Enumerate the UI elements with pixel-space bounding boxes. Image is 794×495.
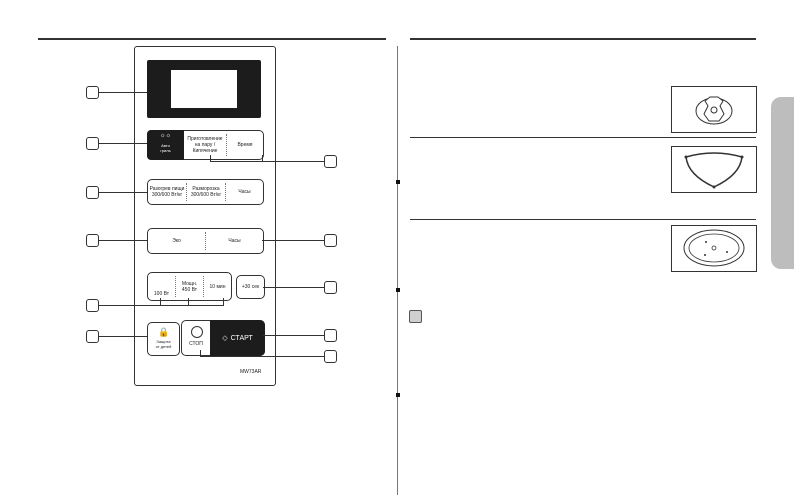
eco-button[interactable]: Эко: [148, 229, 205, 253]
column-divider: [397, 46, 398, 495]
reheat-line2: 300/600 Вт/кг: [151, 192, 183, 198]
section-side-tab: [771, 97, 794, 269]
eco-label: Эко: [172, 238, 181, 244]
section-rule-1: [410, 137, 756, 138]
defrost-row: Разогрев пищи 300/600 Вт/кг Разморозка 3…: [147, 179, 264, 205]
turntable-image: [671, 225, 757, 272]
right-header-rule: [410, 38, 756, 40]
callout-6: [86, 330, 99, 343]
stop-start-row: СТОП ◇ СТАРТ: [181, 320, 265, 356]
stop-button[interactable]: СТОП: [182, 321, 210, 355]
plus-30-button[interactable]: +30 сек: [236, 275, 265, 299]
power-high-label: 10 мин: [209, 283, 226, 290]
steam-row: ☼☼ Авто гриль Приготовление на пару / Ки…: [147, 130, 264, 160]
kitchen-timer-label: Часы: [238, 189, 251, 195]
child-lock-button[interactable]: 🔒 Защита от детей: [147, 322, 180, 356]
time-button[interactable]: Время: [227, 131, 263, 159]
lock-icon: 🔒: [158, 327, 170, 337]
start-icon: ◇: [222, 335, 228, 342]
defrost-button[interactable]: Разморозка 300/600 Вт/кг: [187, 180, 225, 204]
defrost-line1: Разморозка: [192, 186, 220, 192]
clock-button[interactable]: Часы: [206, 229, 263, 253]
time-label: Время: [237, 142, 253, 148]
model-label: MW73AR: [240, 369, 262, 375]
stop-label: СТОП: [189, 341, 203, 347]
start-label: СТАРТ: [230, 334, 253, 342]
child-lock-line2: от детей: [155, 344, 172, 349]
callout-4: [86, 234, 99, 247]
callout-5: [86, 299, 99, 312]
coupler-image: [671, 86, 757, 133]
left-header-rule: [38, 38, 386, 40]
stop-icon: [191, 326, 203, 338]
divider-marker-bottom: [396, 393, 400, 397]
reheat-line1: Разогрев пищи: [149, 186, 185, 192]
turntable-icon: [683, 229, 745, 267]
power-row: 100 Вт Мощн. 450 Вт 10 мин: [147, 272, 232, 301]
callout-3: [86, 186, 99, 199]
start-button[interactable]: ◇ СТАРТ: [210, 320, 265, 356]
section-rule-2: [410, 219, 756, 220]
power-high-button[interactable]: 10 мин: [204, 273, 231, 300]
roller-ring-icon: [684, 152, 744, 189]
callout-2: [86, 137, 99, 150]
display-window: [147, 60, 261, 118]
kitchen-timer-button[interactable]: Часы: [226, 180, 263, 204]
callout-10: [324, 329, 337, 342]
callout-11: [324, 350, 337, 363]
steam-cooking-button[interactable]: Приготовление на пару / Кипячение: [184, 131, 226, 159]
power-mid-label: 450 Вт: [181, 286, 198, 293]
display-screen: [171, 70, 237, 108]
callout-8: [324, 234, 337, 247]
eco-clock-row: Эко Часы: [147, 228, 264, 254]
auto-grill-button[interactable]: ☼☼ Авто гриль: [147, 130, 184, 160]
auto-grill-label-bottom: гриль: [160, 148, 171, 153]
divider-marker-top: [396, 180, 400, 184]
auto-grill-label-top: Авто: [161, 143, 170, 148]
coupler-icon: [695, 96, 733, 125]
callout-7: [324, 155, 337, 168]
steam-cooking-line1: Приготовление: [187, 136, 223, 142]
divider-marker-mid: [396, 288, 400, 292]
clock-label: Часы: [228, 238, 241, 244]
callout-9: [324, 281, 337, 294]
roller-ring-image: [671, 146, 757, 193]
power-low-label: 100 Вт: [153, 291, 170, 297]
power-mid-button[interactable]: Мощн. 450 Вт: [176, 273, 203, 300]
child-lock-line1: Защита: [156, 339, 171, 344]
defrost-line2: 300/600 Вт/кг: [190, 192, 222, 198]
power-mid-top-label: Мощн.: [181, 280, 198, 287]
reheat-button[interactable]: Разогрев пищи 300/600 Вт/кг: [148, 180, 186, 204]
plus-30-label: +30 сек: [241, 284, 260, 290]
callout-1: [86, 86, 99, 99]
note-box: [409, 310, 422, 323]
power-low-button[interactable]: 100 Вт: [148, 273, 175, 300]
steam-cooking-line2: на пару / Кипячение: [192, 142, 218, 154]
